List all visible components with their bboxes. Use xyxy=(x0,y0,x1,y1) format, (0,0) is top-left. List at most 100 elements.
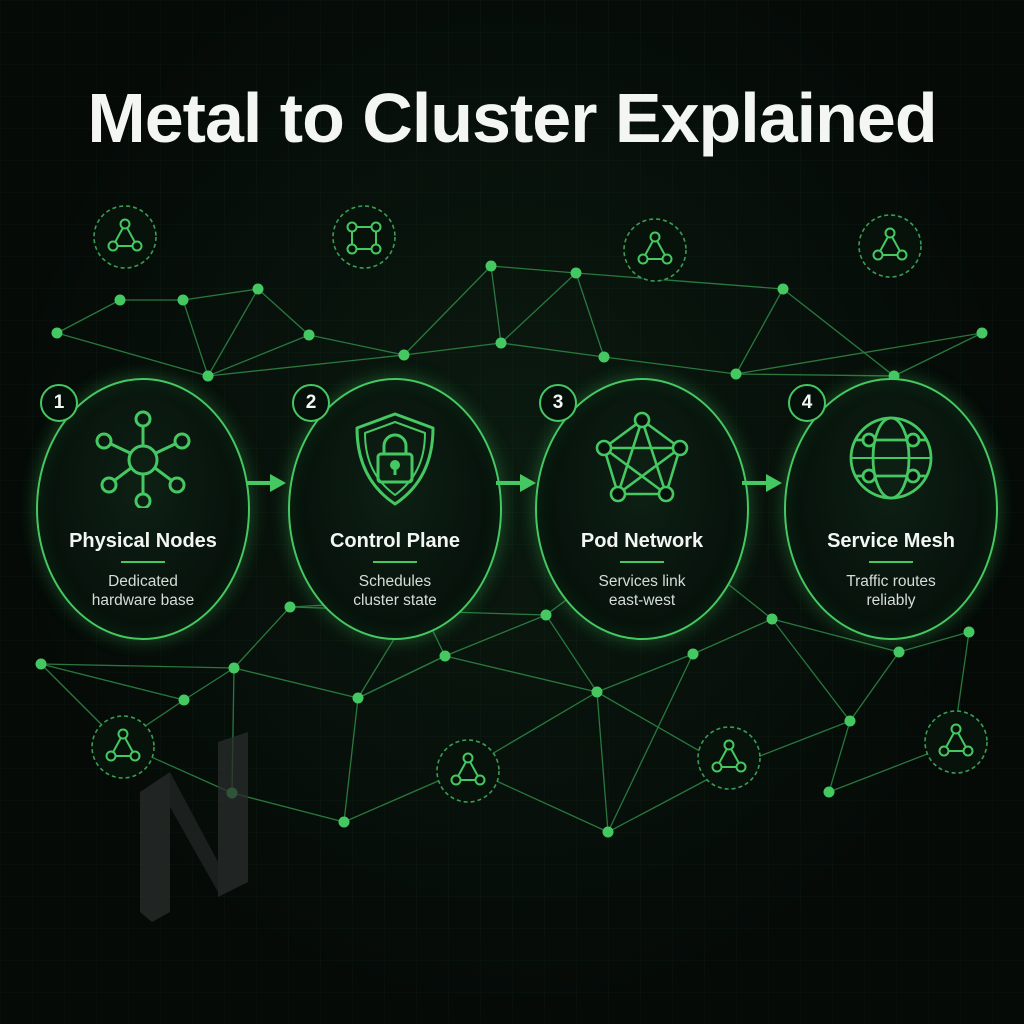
stage-description: Dedicated hardware base xyxy=(38,572,248,610)
network-node xyxy=(202,370,214,382)
stage-divider xyxy=(620,561,664,563)
network-link xyxy=(603,356,737,375)
step-number-badge: 4 xyxy=(788,384,826,422)
shield-lock-icon xyxy=(355,412,435,506)
network-link xyxy=(444,655,598,693)
network-link xyxy=(56,332,209,377)
network-link xyxy=(500,272,577,344)
triangle-nodes-badge-icon xyxy=(436,739,500,803)
step-number-badge: 1 xyxy=(40,384,78,422)
network-link xyxy=(182,299,209,377)
stage-label: Pod Network xyxy=(580,530,704,552)
network-node xyxy=(485,260,497,272)
stage-label: Physical Nodes xyxy=(69,530,217,552)
step-number-badge: 2 xyxy=(292,384,330,422)
network-link xyxy=(596,653,694,693)
network-link xyxy=(545,614,598,693)
network-link xyxy=(735,332,983,375)
network-link xyxy=(40,663,185,701)
flow-arrow-icon xyxy=(496,474,536,492)
network-link xyxy=(231,792,345,823)
network-link xyxy=(692,618,773,655)
network-node xyxy=(398,349,410,361)
network-link xyxy=(893,332,983,377)
network-link xyxy=(828,720,851,793)
stage-pod-network: 3 Pod Network Services link east-west xyxy=(535,378,749,640)
network-node xyxy=(284,601,296,613)
stage-description-line: east-west xyxy=(608,592,676,609)
network-node xyxy=(602,826,614,838)
network-link xyxy=(308,334,405,356)
network-node xyxy=(844,715,856,727)
stage-description-line: Services link xyxy=(598,573,686,590)
network-node xyxy=(352,692,364,704)
stage-divider xyxy=(121,561,165,563)
network-link xyxy=(343,697,359,823)
network-node xyxy=(35,658,47,670)
triangle-nodes-badge-icon xyxy=(697,726,761,790)
stage-description: Services link east-west xyxy=(537,572,747,610)
network-node xyxy=(976,327,988,339)
network-link xyxy=(233,606,291,669)
flow-arrow-icon xyxy=(742,474,782,492)
stage-description: Traffic routes reliably xyxy=(786,572,996,610)
triangle-nodes-badge-icon xyxy=(91,715,155,779)
flow-arrow-icon xyxy=(246,474,286,492)
network-node xyxy=(540,609,552,621)
stage-description-line: reliably xyxy=(866,592,916,609)
network-link xyxy=(182,288,259,301)
network-node xyxy=(178,694,190,706)
network-link xyxy=(357,655,446,699)
network-link xyxy=(233,667,359,699)
network-link xyxy=(849,651,900,722)
network-node xyxy=(338,816,350,828)
network-node xyxy=(439,650,451,662)
network-link xyxy=(490,265,577,274)
pentagon-mesh-icon xyxy=(595,411,689,503)
network-link xyxy=(490,265,502,344)
network-node xyxy=(687,648,699,660)
network-link xyxy=(40,663,235,669)
stage-label: Control Plane xyxy=(329,530,460,552)
square-nodes-badge-icon xyxy=(332,205,396,269)
network-link xyxy=(607,653,694,833)
triangle-nodes-badge-icon xyxy=(924,710,988,774)
network-node xyxy=(495,337,507,349)
stage-divider xyxy=(373,561,417,563)
network-node xyxy=(963,626,975,638)
network-link xyxy=(575,272,784,290)
network-link xyxy=(207,334,310,377)
network-link xyxy=(403,342,502,356)
triangle-nodes-badge-icon xyxy=(858,214,922,278)
network-link xyxy=(403,265,492,356)
network-link xyxy=(444,614,547,657)
hub-nodes-icon xyxy=(95,410,191,508)
network-node xyxy=(303,329,315,341)
network-link xyxy=(257,288,310,336)
network-link xyxy=(596,691,609,833)
stage-label: Service Mesh xyxy=(827,530,955,552)
triangle-nodes-badge-icon xyxy=(93,205,157,269)
network-link xyxy=(735,373,895,377)
network-link xyxy=(207,354,405,377)
step-number-badge: 3 xyxy=(539,384,577,422)
network-link xyxy=(898,631,970,653)
page-title: Metal to Cluster Explained xyxy=(87,79,937,157)
watermark-logo-icon xyxy=(140,732,248,922)
globe-mesh-icon xyxy=(849,416,933,500)
network-link xyxy=(183,667,235,701)
network-node xyxy=(228,662,240,674)
network-node xyxy=(598,351,610,363)
stage-description-line: Schedules xyxy=(358,573,432,590)
triangle-nodes-badge-icon xyxy=(623,218,687,282)
stage-description-line: hardware base xyxy=(91,592,195,609)
network-node xyxy=(893,646,905,658)
network-link xyxy=(782,288,895,377)
network-link xyxy=(207,288,259,377)
network-link xyxy=(771,618,900,653)
stage-physical-nodes: 1 Physical Nodes Dedicated hardware base xyxy=(36,378,250,640)
stage-description: Schedules cluster state xyxy=(290,572,500,610)
network-node xyxy=(777,283,789,295)
